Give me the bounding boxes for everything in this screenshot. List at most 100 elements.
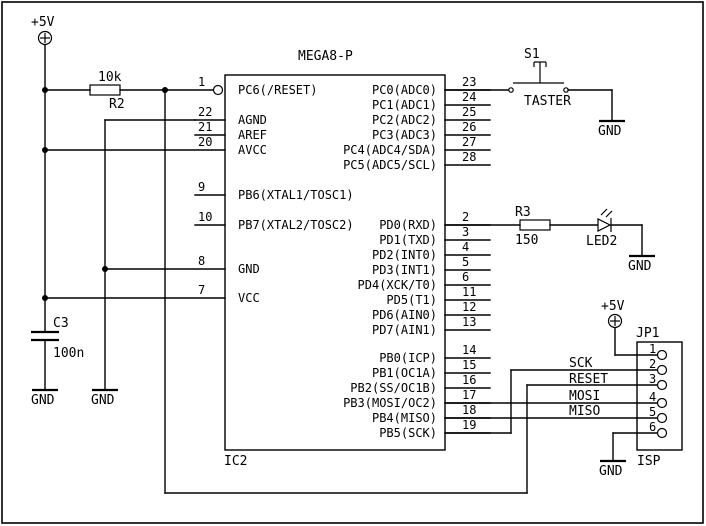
pin-name: PD1(TXD) (379, 233, 437, 247)
pin-number: 18 (462, 403, 476, 417)
supply-label: +5V (31, 15, 55, 30)
jp1-ref: JP1 (636, 326, 659, 341)
signal-label-reset: RESET (569, 372, 608, 387)
connector-pin: 1 (649, 342, 668, 361)
pin-number: 5 (462, 255, 469, 269)
svg-text:GND: GND (628, 259, 652, 274)
svg-text:GND: GND (598, 124, 622, 139)
signal-label-sck: SCK (569, 356, 593, 371)
pin-name: PC5(ADC5/SCL) (343, 158, 437, 172)
r2-value: 10k (98, 70, 122, 85)
pin-number: 25 (462, 105, 476, 119)
led-ref: LED2 (586, 234, 617, 249)
pin-name: AVCC (238, 143, 267, 157)
pin-name: PB4(MISO) (372, 411, 437, 425)
pin-name: AGND (238, 113, 267, 127)
signal-label-mosi: MOSI (569, 389, 600, 404)
pin-name: PC6(/RESET) (238, 83, 317, 97)
pin-number: 4 (462, 240, 469, 254)
pin-number: 12 (462, 300, 476, 314)
right-pin-group: 23PC0(ADC0)24PC1(ADC1)25PC2(ADC2)26PC3(A… (343, 75, 491, 440)
pin-number: 22 (198, 105, 212, 119)
pin-name: PC0(ADC0) (372, 83, 437, 97)
pin-number: 4 (649, 390, 656, 404)
pin-number: 14 (462, 343, 476, 357)
pin-name: PC2(ADC2) (372, 113, 437, 127)
led-led2: LED2 (586, 208, 617, 249)
pin-name: PC4(ADC4/SDA) (343, 143, 437, 157)
pin-name: PD2(INT0) (372, 248, 437, 262)
gnd-symbol: GND (628, 254, 655, 274)
pin-number: 8 (198, 254, 205, 268)
pin-name: VCC (238, 291, 260, 305)
r3-value: 150 (515, 233, 538, 248)
pin-number: 11 (462, 285, 476, 299)
left-pin-group: 1PC6(/RESET)22AGND21AREF20AVCC9PB6(XTAL1… (198, 75, 354, 305)
pin-number: 6 (649, 420, 656, 434)
pin-number: 1 (198, 75, 205, 89)
ic-ref: IC2 (224, 454, 247, 469)
pin-number: 16 (462, 373, 476, 387)
svg-text:GND: GND (599, 464, 623, 479)
ic-title: MEGA8-P (298, 49, 353, 64)
pin-number: 27 (462, 135, 476, 149)
capacitor-c3: C3 100n (31, 316, 84, 361)
junction-dot (102, 266, 108, 272)
pin-name: PD0(RXD) (379, 218, 437, 232)
pin-name: PD7(AIN1) (372, 323, 437, 337)
junction-dot (42, 147, 48, 153)
pin-number: 17 (462, 388, 476, 402)
pin-number: 23 (462, 75, 476, 89)
ic-body (224, 74, 446, 451)
pin-number: 2 (649, 357, 656, 371)
connector-pin: 4 (649, 390, 668, 409)
pin-name: PD5(T1) (386, 293, 437, 307)
r3-ref: R3 (515, 205, 531, 220)
supply-symbol: +5V (601, 299, 625, 329)
pin-name: PD3(INT1) (372, 263, 437, 277)
signal-label-miso: MISO (569, 404, 600, 419)
pin-name: PB6(XTAL1/TOSC1) (238, 188, 354, 202)
c3-value: 100n (53, 346, 84, 361)
junction-dot (42, 295, 48, 301)
s1-ref: S1 (524, 47, 540, 62)
switch-s1: S1 TASTER (508, 47, 571, 109)
pin-number: 5 (649, 405, 656, 419)
supply-symbol: +5V (31, 15, 55, 46)
pin-number: 13 (462, 315, 476, 329)
r2-ref: R2 (109, 97, 125, 112)
pin-number: 6 (462, 270, 469, 284)
gnd-symbol: GND (599, 459, 626, 479)
pin-number: 10 (198, 210, 212, 224)
pin-number: 20 (198, 135, 212, 149)
gnd-symbol: GND (598, 119, 625, 139)
pin-name: PB5(SCK) (379, 426, 437, 440)
pin-number: 19 (462, 418, 476, 432)
pin-number: 15 (462, 358, 476, 372)
pin-name: PC3(ADC3) (372, 128, 437, 142)
pin-name: PC1(ADC1) (372, 98, 437, 112)
pin-name: PB7(XTAL2/TOSC2) (238, 218, 354, 232)
pin-name: PB2(SS/OC1B) (350, 381, 437, 395)
